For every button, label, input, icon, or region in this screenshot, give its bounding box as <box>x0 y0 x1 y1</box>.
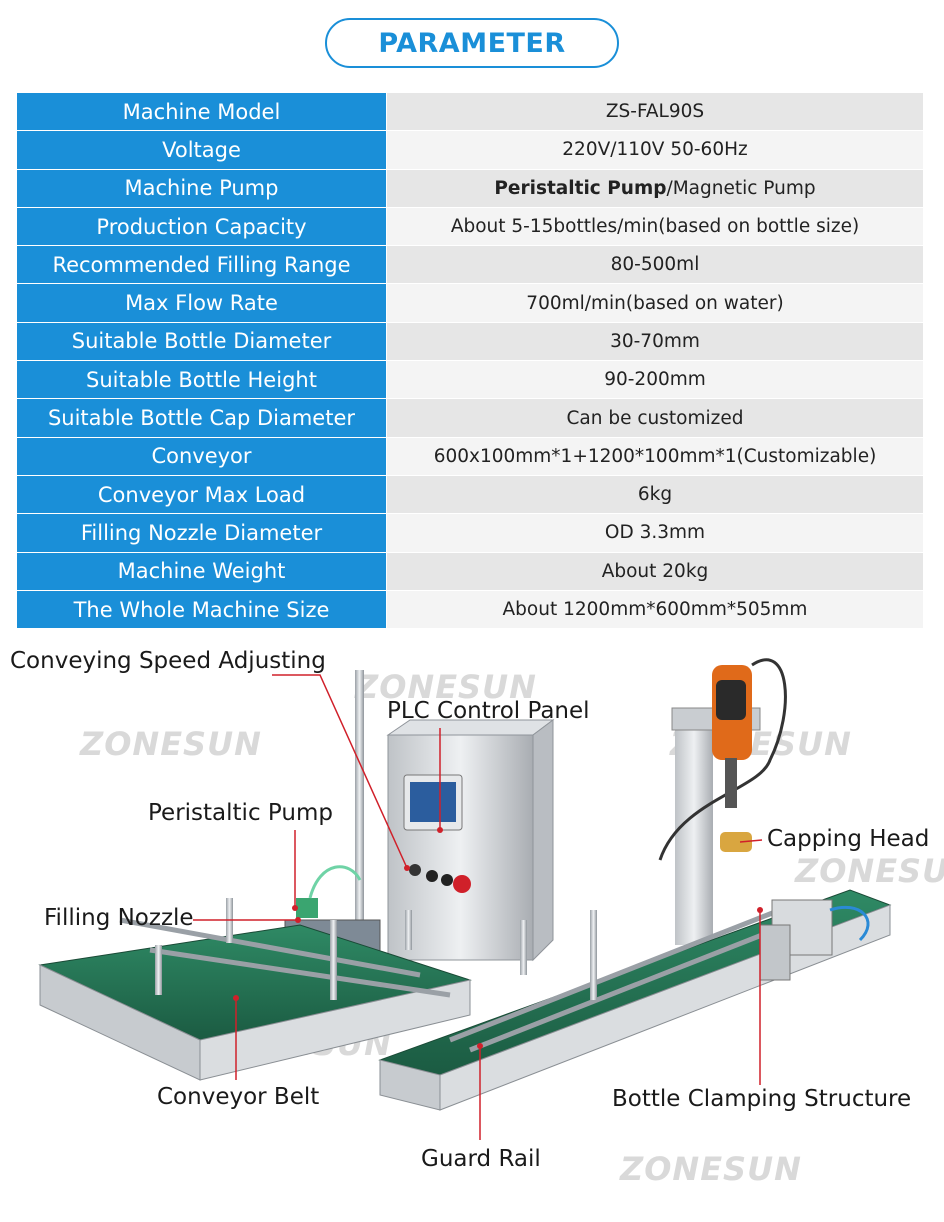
watermark: ZONESUN <box>80 725 262 763</box>
emergency-stop <box>453 875 471 893</box>
param-value: 700ml/min(based on water) <box>386 283 924 323</box>
plc-screen <box>410 782 456 822</box>
param-label: Machine Pump <box>16 168 387 208</box>
parameter-header: PARAMETER <box>325 18 619 68</box>
leader-lines <box>193 674 763 1140</box>
label-plc-control-panel: PLC Control Panel <box>387 698 590 724</box>
parameter-title: PARAMETER <box>378 27 566 59</box>
label-conveyor-belt: Conveyor Belt <box>157 1084 320 1110</box>
param-label: Recommended Filling Range <box>16 245 387 285</box>
air-tube <box>829 905 870 942</box>
button <box>426 870 438 882</box>
tube <box>308 865 362 899</box>
param-label: Machine Weight <box>16 551 387 591</box>
param-label: Suitable Bottle Height <box>16 360 387 400</box>
screwdriver-shaft <box>725 758 737 808</box>
param-label: The Whole Machine Size <box>16 589 387 630</box>
rail-post <box>155 945 162 995</box>
param-value: 600x100mm*1+1200*100mm*1(Customizable) <box>386 436 924 476</box>
param-value: ZS-FAL90S <box>386 91 924 132</box>
param-label: Conveyor <box>16 436 387 476</box>
param-value-bold: Peristaltic Pump <box>494 177 667 199</box>
label-peristaltic-pump: Peristaltic Pump <box>148 800 333 826</box>
param-value: 30-70mm <box>386 321 924 362</box>
button <box>441 874 453 886</box>
guard-rail <box>449 907 781 1043</box>
param-value: 220V/110V 50-60Hz <box>386 130 924 170</box>
label-speed-adjusting: Conveying Speed Adjusting <box>10 648 326 674</box>
speed-knob <box>409 864 421 876</box>
capping-chuck <box>720 832 752 852</box>
param-value-rest: /Magnetic Pump <box>666 177 816 199</box>
screwdriver-grip <box>716 680 746 720</box>
label-filling-nozzle: Filling Nozzle <box>44 905 194 931</box>
watermark: ZONESUN <box>795 852 944 890</box>
leader-dots <box>233 827 763 1049</box>
param-value: Peristaltic Pump/Magnetic Pump <box>386 168 924 208</box>
label-guard-rail: Guard Rail <box>421 1146 541 1172</box>
guard-rail <box>469 917 801 1053</box>
param-label: Production Capacity <box>16 206 387 247</box>
control-box <box>387 734 534 961</box>
watermark: ZONESUN <box>355 668 537 706</box>
rail-post <box>590 910 597 1000</box>
param-label: Suitable Bottle Diameter <box>16 321 387 362</box>
param-value: About 20kg <box>386 551 924 591</box>
param-label: Machine Model <box>16 91 387 132</box>
clamp-support <box>759 924 791 981</box>
leader-capping <box>739 839 763 843</box>
watermark: ZONESUN <box>620 1150 802 1188</box>
machine-diagram: ZONESUN ZONESUN ZONESUN ZONESUN ZONESUN … <box>0 620 944 1222</box>
rail-post <box>330 920 337 1000</box>
param-value: OD 3.3mm <box>386 513 924 553</box>
label-capping-head: Capping Head <box>767 826 930 852</box>
guard-rail <box>119 917 421 978</box>
param-value: About 1200mm*600mm*505mm <box>386 589 924 630</box>
conveyor-frame-left-side <box>199 979 471 1081</box>
label-bottle-clamping: Bottle Clamping Structure <box>612 1086 912 1112</box>
param-label: Voltage <box>16 130 387 170</box>
param-value: 80-500ml <box>386 245 924 285</box>
leader-speed <box>272 674 408 869</box>
control-box-side <box>532 719 554 962</box>
machine-illustration <box>38 658 892 1140</box>
param-value: Can be customized <box>386 398 924 438</box>
param-label: Conveyor Max Load <box>16 474 387 515</box>
rail-post <box>405 910 412 950</box>
param-value: 6kg <box>386 474 924 515</box>
guard-rail <box>149 947 451 998</box>
param-value: About 5-15bottles/min(based on bottle si… <box>386 206 924 247</box>
rail-post <box>520 920 527 975</box>
param-label: Suitable Bottle Cap Diameter <box>16 398 387 438</box>
param-label: Max Flow Rate <box>16 283 387 323</box>
capping-column <box>675 715 713 945</box>
param-value: 90-200mm <box>386 360 924 400</box>
nozzle-valve <box>296 898 318 918</box>
support-pole <box>355 670 364 990</box>
screwdriver-cable <box>658 658 787 861</box>
param-label: Filling Nozzle Diameter <box>16 513 387 553</box>
